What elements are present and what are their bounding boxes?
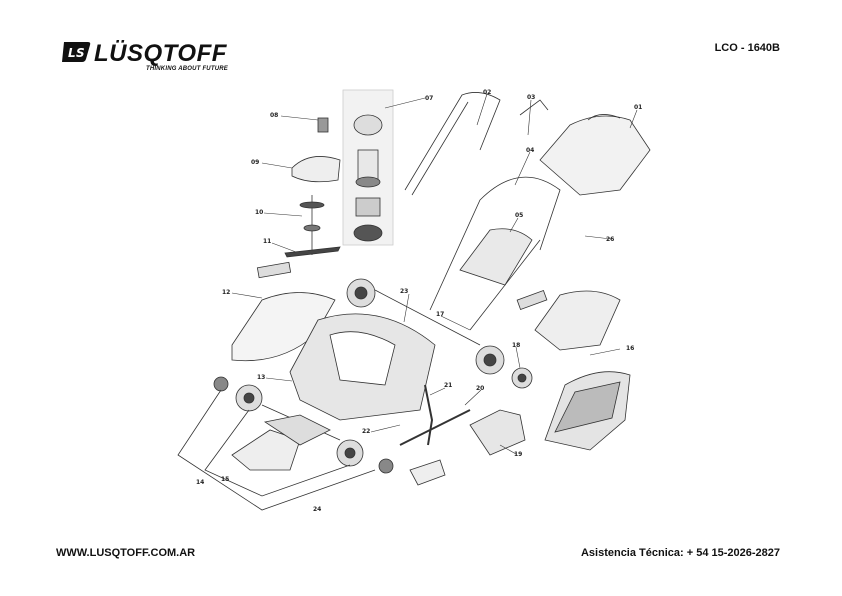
- grass-box-lid: [534, 290, 621, 351]
- blade: [284, 246, 341, 258]
- motor-body: [357, 149, 379, 181]
- height-lever: [424, 384, 434, 446]
- switch-cover: [291, 156, 341, 183]
- brand-logo: L S LÜSQTOFF THINKING ABOUT FUTURE: [60, 40, 250, 80]
- motor-cap: [353, 114, 383, 136]
- callout-19: 19: [514, 451, 522, 458]
- motor-rotor: [355, 197, 381, 217]
- website-link[interactable]: WWW.LUSQTOFF.COM.AR: [56, 547, 196, 559]
- callout-03: 03: [527, 94, 535, 101]
- callout-10: 10: [255, 209, 263, 216]
- callout-01: 01: [634, 104, 642, 111]
- callout-21: 21: [444, 382, 452, 389]
- callout-26: 26: [606, 236, 614, 243]
- support-phone: Asistencia Técnica: + 54 15-2026-2827: [580, 547, 780, 559]
- cover-grip: [256, 261, 292, 279]
- svg-text:L: L: [68, 46, 76, 60]
- svg-text:S: S: [76, 46, 85, 60]
- callout-20: 20: [476, 385, 484, 392]
- switch-box: [539, 115, 651, 196]
- brand-tagline: THINKING ABOUT FUTURE: [146, 66, 228, 72]
- callout-08: 08: [270, 112, 278, 119]
- logo-mark-icon: L S: [62, 42, 91, 62]
- brand-name: LÜSQTOFF: [94, 40, 227, 67]
- callout-11: 11: [263, 238, 271, 245]
- base-plate: [231, 429, 301, 471]
- callout-14: 14: [196, 479, 204, 486]
- callout-16: 16: [626, 345, 634, 352]
- wheel-hub: [213, 376, 229, 392]
- rear-flap: [469, 409, 526, 456]
- switch-module: [317, 117, 329, 133]
- upper-handle: [404, 92, 501, 191]
- callout-23: 23: [400, 288, 408, 295]
- motor-base: [353, 224, 383, 242]
- callout-17: 17: [436, 311, 444, 318]
- callout-05: 05: [515, 212, 523, 219]
- model-number: LCO - 1640B: [714, 42, 780, 54]
- callout-15: 15: [221, 476, 229, 483]
- callout-13: 13: [257, 374, 265, 381]
- callout-12: 12: [222, 289, 230, 296]
- callout-18: 18: [512, 342, 520, 349]
- handle-bracket: [459, 228, 533, 286]
- callout-07: 07: [425, 95, 433, 102]
- callout-22: 22: [362, 428, 370, 435]
- callout-04: 04: [526, 147, 534, 154]
- callout-09: 09: [251, 159, 259, 166]
- callout-02: 02: [483, 89, 491, 96]
- rear-axle: [374, 289, 481, 346]
- callout-24: 24: [313, 506, 321, 513]
